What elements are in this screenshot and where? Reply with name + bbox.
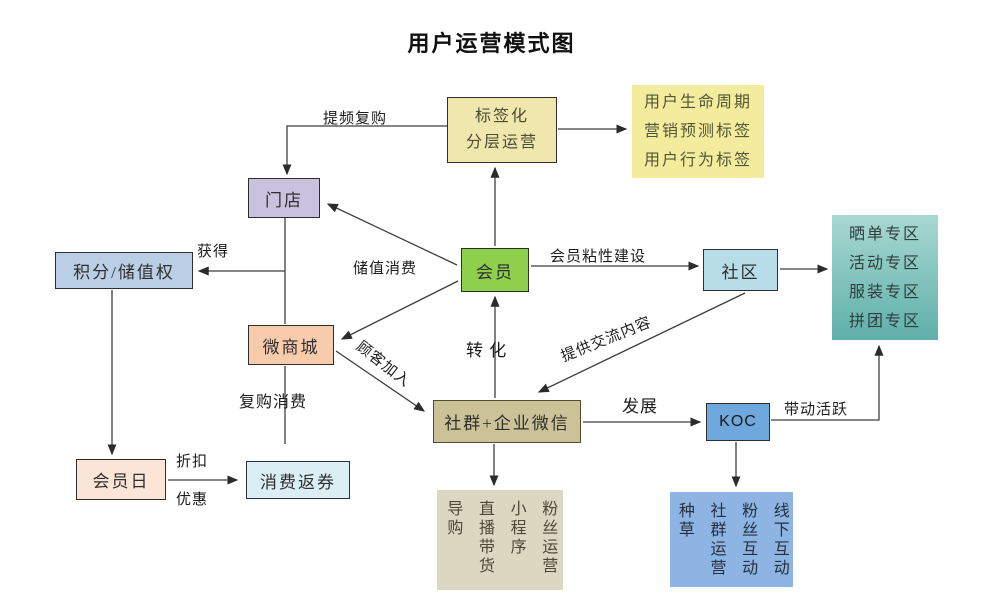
seed-item-2: 社群运营 <box>707 502 725 578</box>
edge-label-provide-content: 提供交流内容 <box>559 314 655 366</box>
seed-item-1: 种草 <box>675 502 693 540</box>
node-store: 门店 <box>248 178 320 218</box>
seed-item-4: 线下互动 <box>770 502 788 578</box>
edge-member-to-mall <box>340 280 459 340</box>
edge-label-repeat-purchase: 提频复购 <box>322 111 387 127</box>
edge-label-drive-activity: 带动活跃 <box>784 402 849 418</box>
zone-line2: 活动专区 <box>848 254 921 272</box>
zone-line4: 拼团专区 <box>848 312 921 330</box>
node-community: 社区 <box>703 249 778 291</box>
guide-item-1: 导购 <box>444 500 462 538</box>
edge-label-convert: 转 化 <box>466 341 508 360</box>
node-koc: KOC <box>706 403 770 441</box>
node-tagging-line1: 标签化 <box>474 108 529 125</box>
edge-label-obtain: 获得 <box>197 244 230 260</box>
node-guide-list: 导购 直播带货 小程序 粉丝运营 <box>437 490 563 590</box>
diagram-title: 用户运营模式图 <box>407 31 576 56</box>
node-member-day: 会员日 <box>76 459 166 500</box>
lifecycle-line1: 用户生命周期 <box>643 94 752 111</box>
node-group-enterprise-wechat: 社群+企业微信 <box>433 400 581 443</box>
node-wechat-mall: 微商城 <box>248 325 334 365</box>
lifecycle-line2: 营销预测标签 <box>643 123 752 140</box>
edge-label-rebuy-consume: 复购消费 <box>239 394 308 411</box>
guide-item-2: 直播带货 <box>476 500 493 576</box>
node-tagging-line2: 分层运营 <box>465 134 538 151</box>
node-community-zones: 晒单专区 活动专区 服装专区 拼团专区 <box>832 215 938 340</box>
zone-line1: 晒单专区 <box>848 225 921 243</box>
lifecycle-line3: 用户行为标签 <box>643 152 752 169</box>
node-member: 会员 <box>461 248 529 292</box>
node-seed-list: 种草 社群运营 粉丝互动 线下互动 <box>670 492 793 587</box>
edge-label-benefit: 优惠 <box>176 492 209 508</box>
edge-label-stored-value-consume: 储值消费 <box>353 261 418 277</box>
guide-item-3: 小程序 <box>507 500 525 557</box>
node-consume-coupon: 消费返券 <box>246 461 350 499</box>
node-lifecycle-labels: 用户生命周期 营销预测标签 用户行为标签 <box>632 85 764 178</box>
zone-line3: 服装专区 <box>848 283 921 301</box>
edge-member-to-store <box>326 203 458 266</box>
node-points-stored-value: 积分/储值权 <box>55 252 193 289</box>
seed-item-3: 粉丝互动 <box>739 502 757 578</box>
edge-label-develop: 发展 <box>622 397 658 416</box>
edge-label-customer-join: 顾客加入 <box>352 338 414 391</box>
guide-item-4: 粉丝运营 <box>539 500 557 576</box>
edge-tag-to-store <box>282 125 447 176</box>
edge-label-stickiness: 会员粘性建设 <box>550 249 647 265</box>
edge-label-discount: 折扣 <box>176 454 209 470</box>
node-tagging-layered-ops: 标签化 分层运营 <box>447 97 557 163</box>
